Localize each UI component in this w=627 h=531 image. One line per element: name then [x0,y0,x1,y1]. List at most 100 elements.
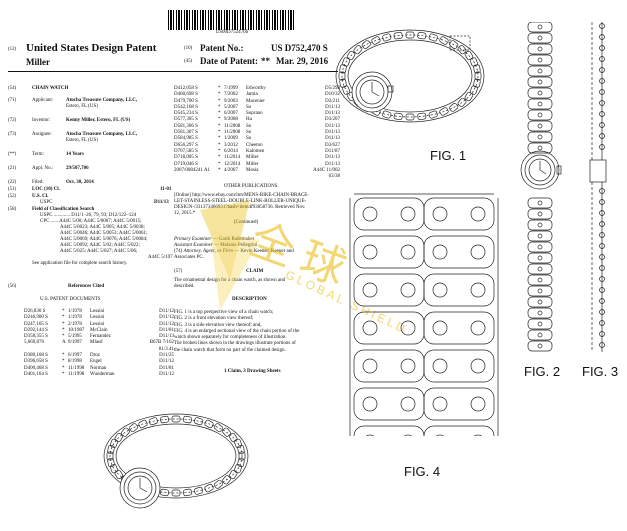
reference-name: So [246,130,252,136]
chain-link [171,415,181,423]
reference-cls: D11/12 [159,359,174,365]
reference-mark: A [62,340,66,346]
code-12: (12) [8,47,17,52]
reference-name: Mosia [246,167,259,173]
chain-roller [432,396,448,412]
chain-link [527,87,553,99]
reference-no: D542,168 S [174,104,198,110]
chain-pin [599,144,605,150]
chain-link [405,113,415,121]
chain-link [469,57,478,67]
description-line-4: FIG. 4 is an enlarged sectional view of … [174,328,300,334]
chain-link [339,78,347,88]
reference-date: 11/2008 [224,123,241,129]
chain-link [527,296,553,308]
chain-link [527,241,553,253]
reference-name: Ha [246,117,252,123]
chain-link [527,340,553,352]
chain-plate [353,197,425,231]
chain-pin [537,277,543,283]
reference-no: D581,306 S [174,123,198,129]
search-line-6: A44C 5/0092; A44C 5/02; A44C 5/022; [60,243,140,248]
chain-pin [599,342,605,348]
claim-text-1: The ornamental design for a chain watch,… [174,278,286,283]
description-body: FIG. 1 is a top perspective view of a ch… [174,310,299,354]
reference-mark: * [218,117,221,123]
search-line-2: CPC ...... A44C 5/00; A44C 5/0007; A44C … [40,219,142,224]
reference-cls: D11/25 [159,353,174,359]
claim-text-2: described. [174,284,195,289]
chain-pin [537,90,543,96]
chain-roller [362,358,378,374]
chain-link [121,427,130,437]
reference-mark: * [218,167,221,173]
reference-name: Jamin [246,92,258,98]
reference-date: 9/2008 [224,117,238,123]
description-line-5: watch shown separately for completeness … [174,335,287,341]
reference-cls: D11/12 [159,371,174,377]
reference-no: D460,698 S [174,92,198,98]
reference-cls: D3/207 [325,117,340,123]
reference-no: D707,585 S [174,148,198,154]
chain-link [194,486,204,495]
chain-link [527,120,553,132]
chain-link [160,488,170,497]
chain-link [417,31,427,40]
description-line-1: FIG. 1 is a top perspective view of a ch… [174,310,274,315]
chain-roller [470,396,486,412]
reference-date: 12/2014 [224,161,241,167]
reference-no: D380,168 S [24,353,48,359]
reference-cls: D11/13 [325,130,340,136]
chain-pin [599,23,605,29]
chain-pin [599,199,605,205]
search-line-5: A44C 5/0069; A44C 5/0076; A44C 5/0084; [60,237,148,242]
reference-no: D400,468 S [24,365,48,371]
reference-name: McClain [90,327,108,333]
fig4-label: FIG. 4 [404,464,441,479]
reference-cls: D11/13 [325,136,340,142]
search-history-note: See application file for complete search… [32,261,128,266]
reference-name: Cheeton [246,142,263,148]
header-rule [8,71,338,72]
reference-cls: D11/81 [159,327,174,333]
reference-name: Wunderman [90,371,115,377]
chain-link [527,219,553,231]
chain-roller [400,396,416,412]
chain-roller [435,434,445,436]
chain-link [204,483,214,493]
chain-pin [599,45,605,51]
reference-row: 63/38 [174,174,340,180]
reference-date: 6/2014 [224,148,238,154]
reference-no: D246,900 S [24,315,48,321]
chain-link [382,110,392,119]
chain-link [449,40,459,49]
reference-cls: B67B 7/162 [149,340,174,346]
chain-pin [599,298,605,304]
reference-cls: D11/12 [159,315,174,321]
chain-pin [599,34,605,40]
fig1-drawing [335,29,485,123]
chain-pin [537,288,543,294]
other-pub-line-4: 12, 2015.* [174,211,196,216]
reference-mark: * [218,148,221,154]
chain-roller [362,282,378,298]
description-line-2: FIG. 2 is a front elevation view thereof… [174,316,254,322]
reference-mark: * [62,321,65,327]
chain-link [182,415,192,424]
reference-cls: D5/298 [325,86,340,91]
chain-link [361,40,371,49]
chain-link [527,263,553,275]
other-pub-line-1: [Online] http://www.ebay.com/itm/MENS-BI… [174,193,310,198]
chain-pin [599,111,605,117]
code-10: (10) [184,46,193,51]
description-line-3: FIG. 3 is a side elevation view thereof;… [174,322,262,328]
reference-cls: D3/211 [325,98,340,104]
